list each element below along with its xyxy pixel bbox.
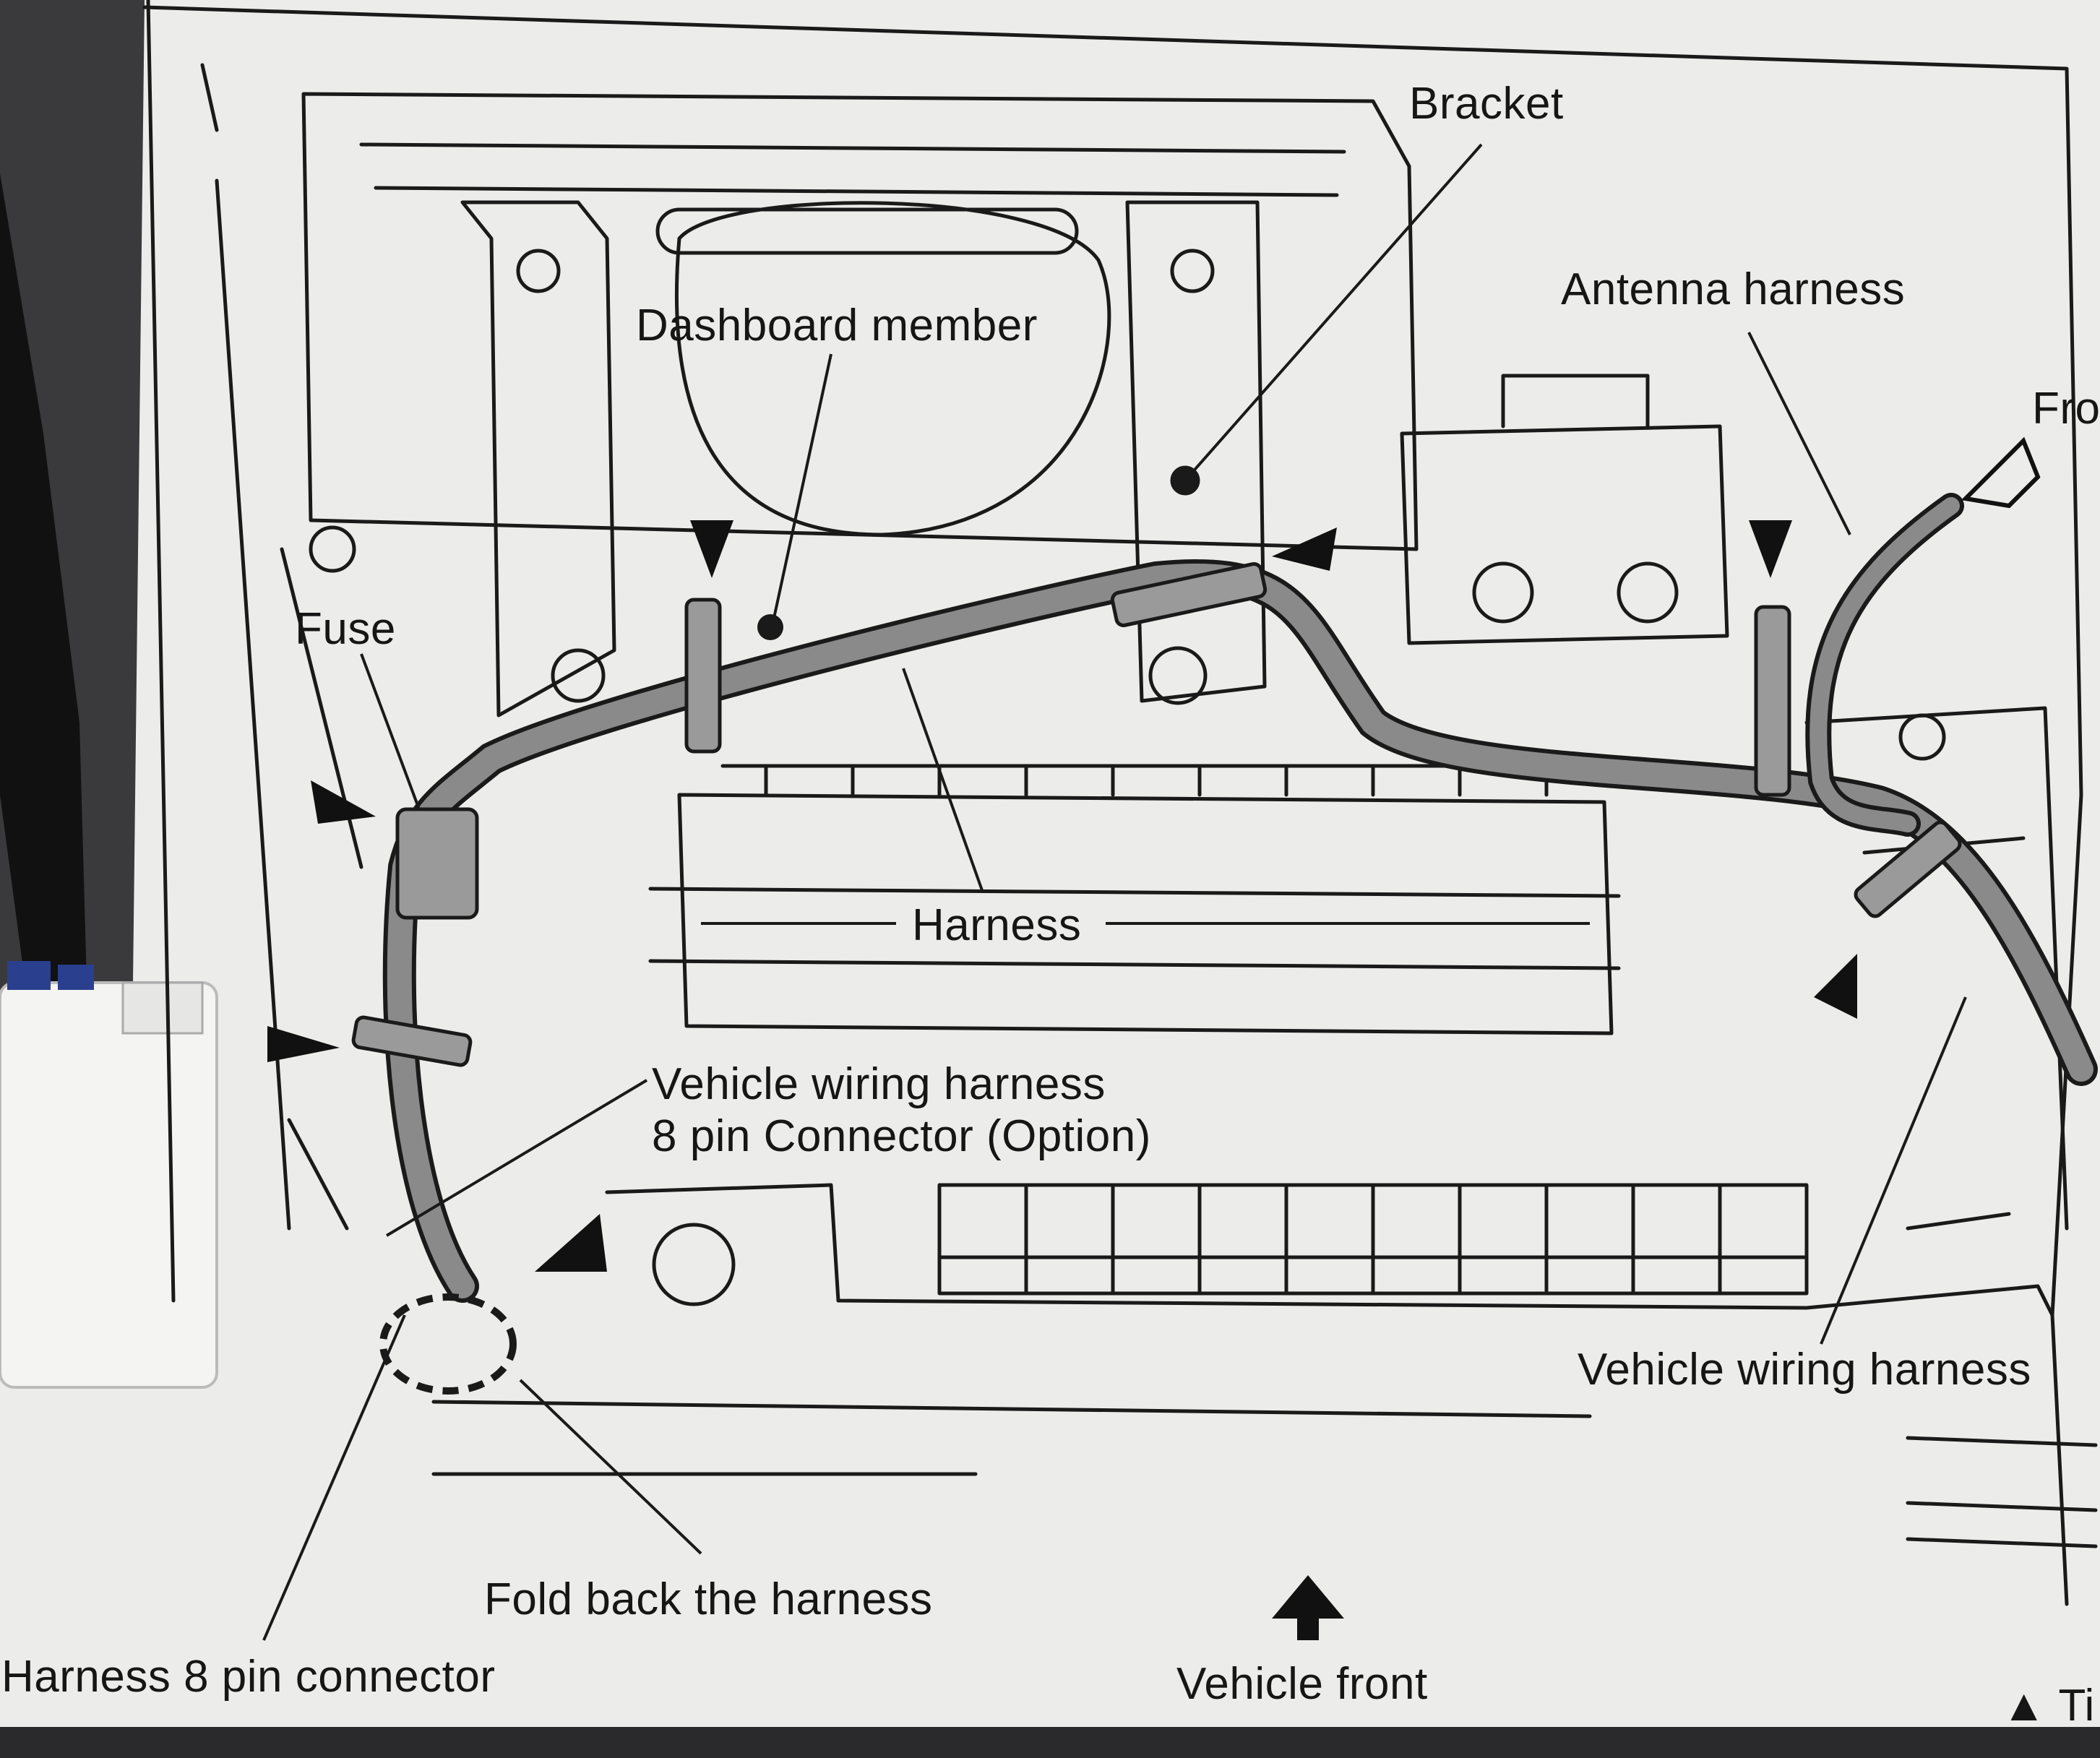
label-fold-back: Fold back the harness — [484, 1574, 933, 1624]
leader-vehicle-wiring — [1820, 996, 1967, 1345]
leader-fold-back — [519, 1379, 702, 1555]
label-harness-8pin: Harness 8 pin connector — [1, 1652, 496, 1702]
antenna-module-bolt-left — [1472, 561, 1534, 624]
tie-strap-1 — [684, 598, 722, 754]
front-direction-marker — [1961, 436, 2041, 509]
dashboard-member-dot — [757, 614, 783, 640]
right-bracket-hole — [1148, 646, 1208, 705]
tie-marker-6 — [1814, 954, 1857, 1019]
label-bracket: Bracket — [1409, 79, 1564, 129]
left-bracket-hole — [551, 648, 606, 703]
lower-console-boss — [652, 1223, 736, 1306]
leader-antenna — [1747, 332, 1851, 535]
label-tie-partial: ▲ Ti — [2002, 1681, 2095, 1731]
label-fuse: Fuse — [295, 604, 396, 654]
leader-dashboard-member — [772, 353, 832, 622]
tie-marker-4 — [311, 780, 376, 824]
tie-strap-5 — [351, 1015, 473, 1067]
vehicle-front-arrow-icon — [1272, 1575, 1344, 1640]
white-plug-connector — [0, 961, 218, 1389]
lower-console — [605, 1183, 2069, 1606]
tie-marker-1 — [690, 520, 733, 578]
dashboard-member-dome — [674, 201, 1111, 537]
top-panel — [301, 92, 1419, 551]
leader-8pin-option — [385, 1079, 648, 1237]
antenna-module-top — [1501, 374, 1650, 428]
leader-lines — [262, 143, 1967, 1641]
dashboard-line-art — [142, 0, 2098, 1606]
left-bracket — [460, 200, 616, 718]
leader-bracket — [1184, 143, 1483, 482]
dashboard-member-top-bar — [655, 207, 1079, 255]
tie-straps — [351, 562, 1962, 1067]
tie-marker-3 — [1749, 520, 1792, 578]
label-vehicle-front: Vehicle front — [1176, 1659, 1428, 1709]
label-antenna-harness: Antenna harness — [1561, 264, 1906, 314]
antenna-module — [1400, 424, 1729, 645]
tie-markers — [267, 436, 2041, 1272]
fuse-holder — [395, 807, 479, 920]
right-bracket-bolt — [1170, 249, 1215, 293]
paper-edge-shadow — [0, 1727, 2100, 1758]
left-side-panel — [200, 63, 363, 1231]
left-bracket-bolt — [516, 249, 561, 293]
lower-console-grid-lines — [937, 1183, 1809, 1296]
antenna-module-bolt-right — [1617, 561, 1679, 624]
left-black-cable — [0, 173, 87, 1012]
leader-harness-8pin — [262, 1314, 406, 1641]
top-panel-inner — [359, 142, 1346, 197]
tie-marker-7 — [535, 1214, 607, 1272]
bottom-floor-lines — [431, 1400, 2098, 1548]
radio-unit-body — [677, 793, 1614, 1035]
label-front-partial: Fro — [2032, 384, 2100, 434]
label-vehicle-wiring-connector-line2: 8 pin Connector (Option) — [652, 1111, 1151, 1161]
radio-unit-teeth — [720, 764, 1592, 797]
radio-unit-lines — [648, 887, 1621, 970]
label-vehicle-wiring-connector-line1: Vehicle wiring harness — [652, 1059, 1106, 1109]
label-harness: Harness — [912, 900, 1082, 950]
right-bracket — [1125, 200, 1267, 703]
label-vehicle-wiring-harness: Vehicle wiring harness — [1578, 1345, 2031, 1395]
right-side-hole — [1898, 713, 1946, 761]
label-dashboard-member: Dashboard member — [636, 301, 1038, 350]
leader-harness — [902, 668, 984, 893]
tie-strap-2 — [1110, 562, 1268, 627]
tie-marker-2 — [1272, 527, 1337, 571]
tie-marker-5 — [267, 1026, 340, 1062]
tie-strap-3 — [1754, 605, 1791, 797]
leader-fuse — [360, 653, 421, 810]
left-panel-hole — [309, 525, 356, 573]
tie-strap-4 — [1854, 820, 1962, 918]
